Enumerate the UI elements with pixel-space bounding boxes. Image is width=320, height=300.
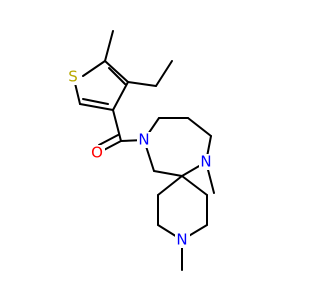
- bond-c5-c4-double: [108, 67, 126, 85]
- molecule-diagram: S O N N N: [66, 30, 215, 271]
- atom-oxygen-mask: [89, 145, 105, 161]
- bond-methyl: [104, 30, 114, 62]
- atom-label-oxygen: O: [91, 144, 103, 162]
- atom-nitrogen-azepane-mask: [199, 154, 214, 170]
- atom-nitrogen-piperidine: N: [175, 231, 190, 249]
- atom-label-nitrogen-amide: N: [138, 131, 149, 149]
- bond-c3-c2: [79, 103, 114, 111]
- atom-nitrogen-amide: N: [137, 131, 152, 149]
- atom-nitrogen-amide-mask: [137, 132, 152, 148]
- bond-s-c5: [82, 60, 106, 77]
- bond-carbonyl-oxygen-double: [98, 134, 119, 146]
- bond-c6-spiro: [181, 175, 208, 196]
- thiophene-ring: [73, 60, 129, 111]
- thiophene-substituents: [104, 30, 173, 87]
- atom-oxygen: O: [89, 144, 105, 162]
- bond-c3-carbonyl: [112, 109, 122, 142]
- bond-c4-c3: [112, 81, 129, 111]
- bond-ethyl-2: [155, 60, 173, 87]
- atom-label-nitrogen-piperidine: N: [176, 231, 187, 249]
- bond-spiro-c7: [153, 170, 183, 177]
- carbonyl-group: [98, 109, 145, 152]
- bond-c3-c2-double: [82, 98, 109, 105]
- atom-sulfur-mask: [66, 69, 81, 85]
- bond-carbonyl-oxygen: [101, 140, 122, 152]
- atom-nitrogen-piperidine-mask: [175, 232, 190, 248]
- bond-spiro-c2: [157, 175, 183, 196]
- bond-ethyl-1: [127, 81, 157, 87]
- bond-c5-c4: [104, 60, 129, 83]
- atom-label-nitrogen-azepane: N: [200, 153, 211, 171]
- bond-c10-c11: [187, 117, 212, 137]
- structure-canvas: S O N N N: [66, 30, 215, 271]
- atom-sulfur: S: [66, 68, 81, 86]
- atom-label-sulfur: S: [68, 68, 78, 86]
- atom-nitrogen-azepane: N: [199, 153, 214, 171]
